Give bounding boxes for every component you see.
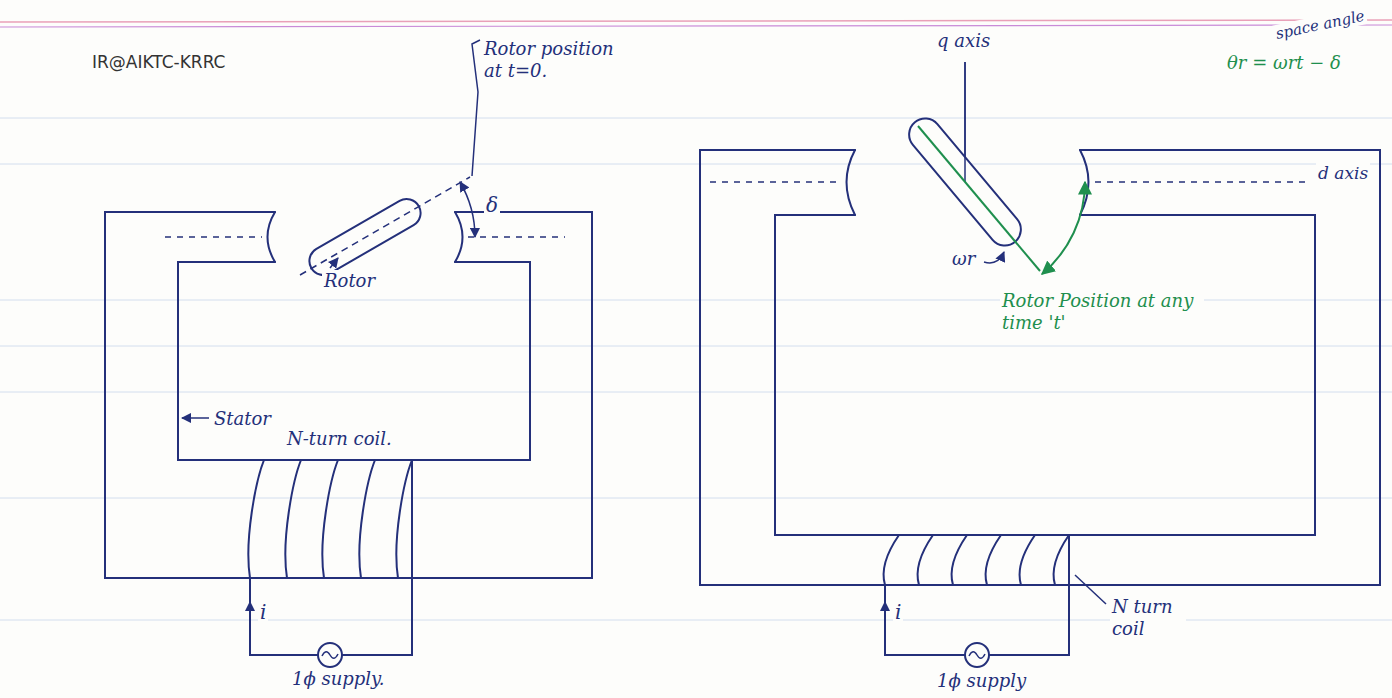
current-label: i (258, 600, 268, 624)
supply-wire (885, 535, 1069, 667)
angle-arc (460, 182, 475, 237)
coil-symbol (884, 535, 1069, 585)
rotor-position-line (300, 177, 470, 275)
supply-wire (250, 460, 412, 667)
rotation-arrow (984, 252, 1004, 263)
rotor-position-line (918, 126, 1040, 271)
d-axis-line (710, 181, 1310, 183)
supply-label: 1ϕ supply (935, 670, 1028, 692)
part-label: Stator (212, 408, 273, 430)
angle-symbol: δ (484, 193, 500, 217)
leader-line (182, 417, 209, 419)
callout-label: Rotor position at t=0. (482, 38, 636, 81)
current-arrow (249, 602, 251, 636)
coil-symbol (248, 460, 412, 578)
part-label: Rotor (322, 270, 377, 292)
axis-label: q axis (935, 30, 992, 52)
leader-line (1075, 575, 1106, 604)
leader-line (330, 258, 338, 268)
equation-label: θr = ωrt − δ (1225, 52, 1343, 74)
current-arrow (884, 602, 886, 636)
notebook-ruling (0, 20, 1392, 620)
angle-label: space angle (1272, 6, 1368, 43)
stator-core (700, 150, 1380, 585)
axis-label: d axis (1316, 163, 1370, 183)
q-axis-line (964, 62, 966, 182)
stator-core (105, 212, 592, 578)
q-axis-line (964, 62, 966, 182)
callout-bracket (472, 40, 480, 176)
part-label: N-turn coil. (285, 428, 394, 450)
part-label: N turn coil (1110, 596, 1186, 639)
current-label: i (893, 600, 903, 624)
watermark: IR@AIKTC-KRRC (90, 52, 228, 72)
supply-label: 1ϕ supply. (290, 668, 387, 690)
space-angle-arc (1042, 182, 1085, 274)
speed-label: ωr (950, 248, 977, 270)
callout-label: Rotor Position at any time 't' (1000, 290, 1204, 333)
